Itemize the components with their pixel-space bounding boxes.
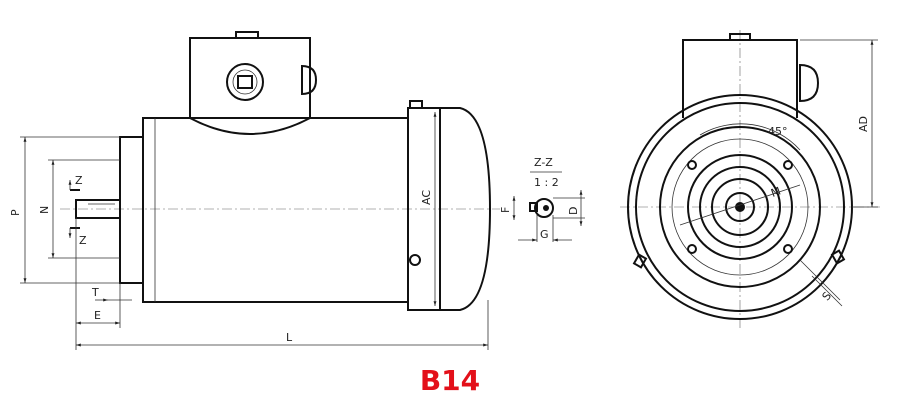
label-n: N <box>38 206 51 214</box>
label-z-top: Z <box>75 174 83 187</box>
label-d: D <box>567 207 580 215</box>
motor-body <box>142 117 409 303</box>
cable-gland-front <box>226 63 264 101</box>
label-m: M <box>769 184 782 199</box>
label-z-bottom: Z <box>79 234 87 247</box>
label-l: L <box>286 331 293 344</box>
label-ad: AD <box>857 116 870 132</box>
label-angle: 45° <box>768 125 788 138</box>
terminal-box <box>189 37 311 135</box>
label-f: F <box>499 207 512 213</box>
label-ac: AC <box>420 190 433 205</box>
section-scale: 1 : 2 <box>534 176 559 189</box>
side-view: AC P N Z Z T E L <box>9 31 500 350</box>
label-e: E <box>94 309 101 322</box>
cable-gland-side <box>301 64 318 96</box>
label-g: G <box>540 228 549 241</box>
section-title: Z-Z <box>534 156 553 169</box>
fan-cover <box>407 107 441 311</box>
mounting-type-title: B14 <box>419 364 481 397</box>
section-view: Z-Z 1 : 2 F D G <box>499 156 585 242</box>
shaft <box>75 199 121 219</box>
flange <box>119 136 144 284</box>
end-view: 45° M AD S <box>620 30 880 330</box>
label-p: P <box>9 209 22 216</box>
label-t: T <box>91 286 99 299</box>
